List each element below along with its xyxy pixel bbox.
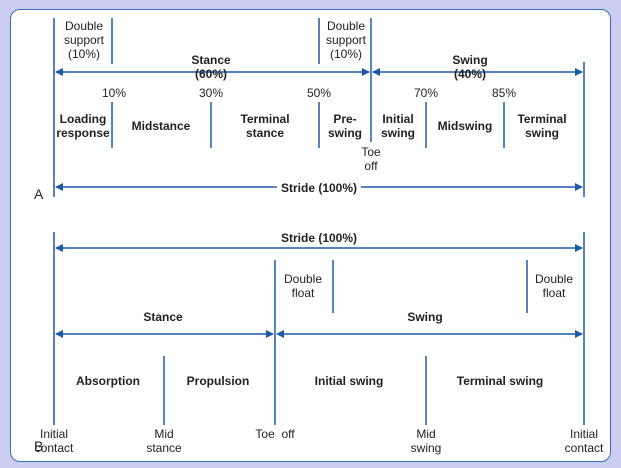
- a-pct-30: 30%: [198, 86, 224, 100]
- label-line: (60%): [194, 67, 228, 81]
- a-terminal-stance: Terminal stance: [240, 112, 289, 140]
- label-line: contact: [564, 441, 604, 455]
- label-line: support: [325, 33, 367, 47]
- b-absorption: Absorption: [76, 374, 140, 388]
- label-line: off: [364, 159, 378, 173]
- label-line: response: [56, 126, 110, 140]
- b-swing-label: Swing: [407, 310, 443, 324]
- label-line: Double: [283, 272, 323, 286]
- label-line: Initial: [382, 112, 414, 126]
- label-line: Double: [64, 19, 104, 33]
- label-line: (40%): [453, 67, 486, 81]
- label-line: swing: [327, 126, 363, 140]
- label-line: float: [291, 286, 315, 300]
- a-loading-response: Loading response: [56, 112, 109, 140]
- label-line: Toe: [361, 145, 381, 159]
- figure-panel: [10, 9, 611, 462]
- label-line: Double: [534, 272, 574, 286]
- panel-a-letter: A: [34, 186, 44, 202]
- label-line: swing: [380, 126, 416, 140]
- b-mid-swing: Mid swing: [411, 427, 442, 455]
- label-line: contact: [34, 441, 74, 455]
- label-line: Terminal: [517, 112, 567, 126]
- label-line: Terminal: [240, 112, 290, 126]
- a-midswing: Midswing: [437, 119, 493, 133]
- label-line: stance: [146, 441, 182, 455]
- label-line: swing: [410, 441, 442, 455]
- a-preswing: Pre- swing: [328, 112, 362, 140]
- b-double-float-right: Double float: [535, 272, 573, 300]
- label-line: Swing: [452, 53, 488, 67]
- b-terminal-swing: Terminal swing: [456, 374, 544, 388]
- a-pct-85: 85%: [491, 86, 517, 100]
- a-initial-swing: Initial swing: [381, 112, 415, 140]
- a-swing-label: Swing (40%): [452, 53, 487, 81]
- a-toe-off: Toe off: [361, 145, 380, 173]
- label-line: Initial: [569, 427, 599, 441]
- label-line: stance: [245, 126, 285, 140]
- label-line: support: [63, 33, 105, 47]
- a-terminal-swing: Terminal swing: [517, 112, 566, 140]
- b-double-float-left: Double float: [284, 272, 322, 300]
- a-midstance: Midstance: [131, 119, 191, 133]
- b-propulsion: Propulsion: [186, 374, 250, 388]
- label-line: Mid: [416, 427, 436, 441]
- b-stride-label: Stride (100%): [280, 231, 358, 245]
- label-line: Loading: [59, 112, 107, 126]
- label-line: Initial: [39, 427, 69, 441]
- b-stance-label: Stance: [143, 310, 183, 324]
- label-line: Double: [326, 19, 366, 33]
- b-toe-off: Toe off: [255, 427, 295, 441]
- b-initial-swing: Initial swing: [314, 374, 384, 388]
- b-initial-contact-right: Initial contact: [565, 427, 604, 455]
- b-initial-contact-left: Initial contact: [35, 427, 74, 455]
- a-pct-10: 10%: [101, 86, 127, 100]
- label-line: Pre-: [333, 112, 357, 126]
- a-double-support-left: Double support (10%): [64, 19, 104, 61]
- a-pct-70: 70%: [413, 86, 439, 100]
- label-line: Mid: [154, 427, 174, 441]
- label-line: swing: [524, 126, 559, 140]
- a-stance-label: Stance (60%): [191, 53, 230, 81]
- a-stride-label: Stride (100%): [276, 181, 362, 195]
- panel-b-letter: B: [34, 438, 44, 454]
- b-mid-stance: Mid stance: [146, 427, 181, 455]
- label-line: Stance: [191, 53, 231, 67]
- label-line: (10%): [329, 47, 362, 61]
- label-line: float: [542, 286, 566, 300]
- label-line: (10%): [67, 47, 100, 61]
- a-double-support-right: Double support (10%): [326, 19, 366, 61]
- a-pct-50: 50%: [306, 86, 332, 100]
